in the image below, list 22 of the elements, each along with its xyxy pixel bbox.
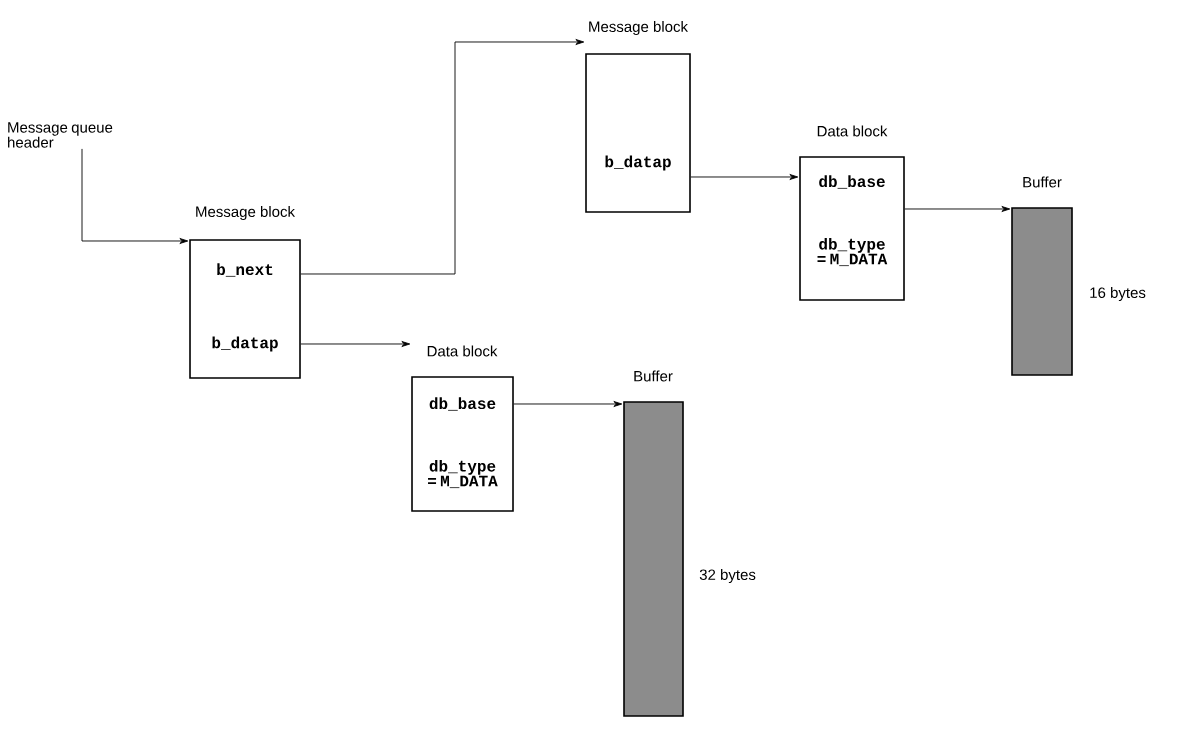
field-text: b_datap xyxy=(212,336,278,352)
field-text: db_type = M_DATA xyxy=(428,459,498,489)
block-heading: Data block xyxy=(817,125,888,137)
block-heading: Buffer xyxy=(1023,176,1062,188)
field-text: b_next xyxy=(217,263,273,277)
field-text: b_datap xyxy=(605,155,671,171)
arrow xyxy=(904,206,1011,212)
arrow xyxy=(513,401,623,407)
arrow xyxy=(81,148,189,244)
arrow xyxy=(300,39,585,275)
size-label: 16 bytes xyxy=(1090,287,1146,301)
field-text: db_type = M_DATA xyxy=(817,237,888,267)
arrow xyxy=(300,341,411,347)
arrow xyxy=(690,174,799,180)
block-heading: Message block xyxy=(589,21,688,35)
size-label: 32 bytes xyxy=(699,569,756,583)
block-heading: Buffer xyxy=(634,370,673,382)
block-heading: Message block xyxy=(196,206,295,220)
label-text: Message queue header xyxy=(8,122,113,148)
block-heading: Data block xyxy=(427,345,498,357)
field-text: db_base xyxy=(819,175,885,189)
field-text: db_base xyxy=(429,397,496,411)
